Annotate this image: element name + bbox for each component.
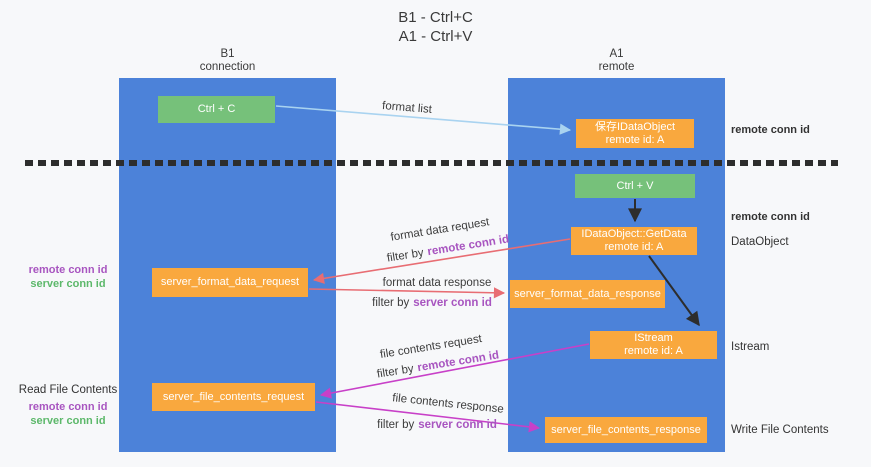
right-remote-conn-id-lower: remote conn id [731, 211, 810, 223]
left-remote-conn-id-upper: remote conn id [28, 264, 108, 276]
server-format-data-request-box: server_format_data_request [152, 268, 308, 297]
getdata-line2: remote id: A [604, 241, 664, 253]
remote-conn-id-text: remote conn id [426, 233, 510, 259]
ctrl-v-box: Ctrl + V [575, 174, 695, 198]
right-lane-header: A1 remote [508, 48, 725, 74]
write-file-contents-label: Write File Contents [731, 424, 829, 436]
getdata-box: IDataObject::GetData remote id: A [571, 227, 697, 255]
format-data-response-label: format data response [382, 277, 492, 289]
right-remote-conn-id-upper: remote conn id [731, 124, 810, 136]
format-list-label: format list [381, 100, 433, 116]
server-conn-id-text: server conn id [418, 419, 497, 431]
filter-by-text: filter by [376, 362, 415, 381]
server-format-data-response-box: server_format_data_response [510, 280, 665, 308]
arrow-format-data-response [308, 287, 506, 299]
server-file-contents-request-label: server_file_contents_request [162, 390, 305, 403]
save-dataobject-line2: remote id: A [605, 133, 665, 146]
ctrl-c-label: Ctrl + C [197, 103, 236, 115]
left-server-conn-id-lower: server conn id [30, 415, 106, 427]
server-file-contents-response-label: server_file_contents_response [551, 423, 701, 436]
ctrl-c-box: Ctrl + C [158, 96, 275, 123]
left-server-conn-id-upper: server conn id [30, 278, 106, 290]
filter-by-text: filter by [386, 246, 425, 265]
diagram-title: B1 - Ctrl+C A1 - Ctrl+V [0, 8, 871, 46]
left-lane-header: B1 connection [119, 48, 336, 74]
getdata-line1: IDataObject::GetData [581, 228, 687, 240]
left-remote-conn-id-lower: remote conn id [28, 401, 108, 413]
read-file-contents-label: Read File Contents [18, 384, 118, 396]
ctrl-v-label: Ctrl + V [616, 179, 654, 192]
right-lane-role: remote [598, 61, 635, 73]
server-file-contents-request-box: server_file_contents_request [152, 383, 315, 411]
dataobject-label: DataObject [731, 236, 789, 248]
server-format-data-request-label: server_format_data_request [160, 276, 300, 288]
istream-box: IStream remote id: A [590, 331, 717, 359]
title-line-2: A1 - Ctrl+V [398, 28, 473, 45]
filter-by-text: filter by [377, 419, 415, 431]
save-dataobject-box: 保存IDataObject remote id: A [576, 119, 694, 148]
right-lane-name: A1 [609, 48, 624, 60]
server-format-data-response-label: server_format_data_response [514, 287, 661, 300]
istream-line2: remote id: A [624, 345, 683, 357]
left-lane-name: B1 [220, 48, 235, 60]
istream-line1: IStream [634, 332, 673, 344]
save-dataobject-line1: 保存IDataObject [594, 120, 676, 133]
server-conn-id-text: server conn id [413, 297, 492, 309]
filter-by-text: filter by [372, 297, 410, 309]
file-contents-response-label: file contents response [391, 392, 505, 416]
istream-side-label: Istream [731, 341, 770, 353]
title-line-1: B1 - Ctrl+C [398, 9, 473, 26]
server-file-contents-response-box: server_file_contents_response [545, 417, 707, 443]
left-lane-role: connection [199, 61, 256, 73]
